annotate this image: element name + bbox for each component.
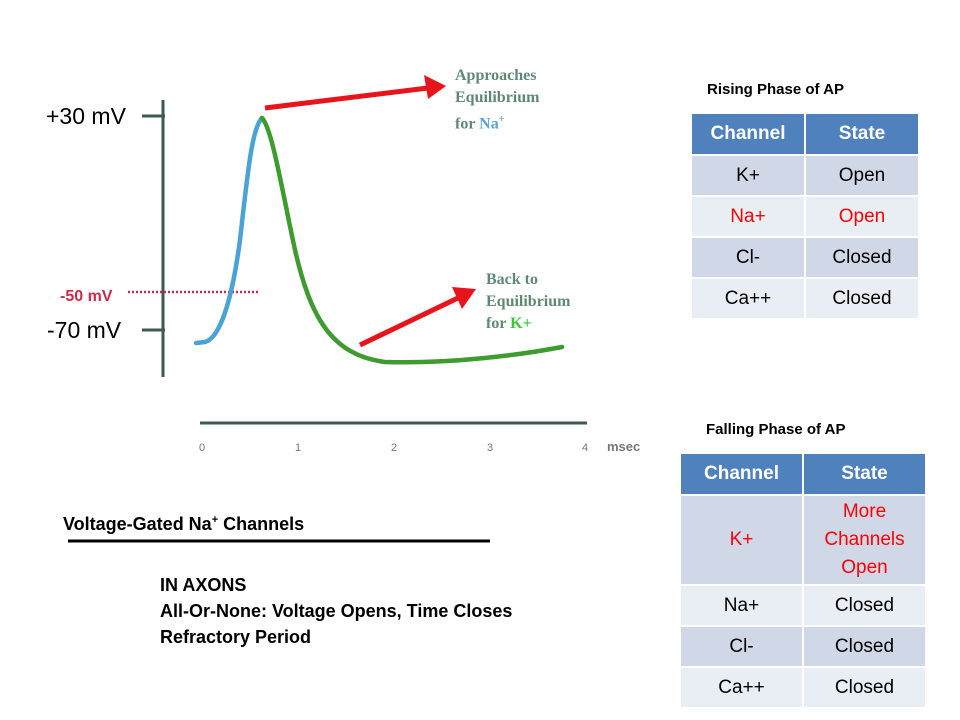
channel-cell: Na+ bbox=[690, 195, 806, 238]
state-cell: Closed bbox=[802, 666, 927, 709]
k-label-line3: for K+ bbox=[486, 315, 532, 332]
channel-cell: K+ bbox=[679, 494, 804, 586]
k-label-line1: Back to bbox=[486, 271, 538, 288]
header-state: State bbox=[802, 452, 927, 496]
rising-phase-table: Channel State K+ Open Na+ Open Cl- Close… bbox=[690, 112, 920, 320]
channel-cell: Cl- bbox=[690, 236, 806, 279]
channel-cell: Ca++ bbox=[690, 277, 806, 320]
state-cell: Open bbox=[804, 195, 920, 238]
table-row: Na+ Open bbox=[690, 195, 920, 238]
table-row: Cl- Closed bbox=[679, 625, 927, 668]
table-header-row: Channel State bbox=[690, 112, 920, 156]
state-line: More bbox=[842, 501, 887, 522]
channel-cell: Ca++ bbox=[679, 666, 804, 709]
table-row: Ca++ Closed bbox=[679, 666, 927, 709]
state-cell: Open bbox=[804, 154, 920, 197]
na-equilibrium-label: Approaches Equilibrium for Na+ bbox=[455, 65, 539, 135]
notes-line-all-or-none: All-Or-None: Voltage Opens, Time Closes bbox=[160, 601, 513, 621]
table-row: K+ More Channels Open bbox=[679, 494, 927, 586]
x-tick-0: 0 bbox=[199, 442, 205, 454]
k-ion-text: K+ bbox=[510, 315, 532, 332]
falling-phase-table: Channel State K+ More Channels Open Na+ … bbox=[679, 452, 927, 709]
threshold-label: -50 mV bbox=[60, 288, 113, 305]
na-label-line2: Equilibrium bbox=[455, 89, 540, 106]
state-line: Channels bbox=[824, 529, 905, 550]
k-equilibrium-arrow bbox=[358, 287, 476, 348]
state-cell: More Channels Open bbox=[802, 494, 927, 586]
falling-table-title: Falling Phase of AP bbox=[706, 421, 846, 438]
state-line: Open bbox=[841, 557, 888, 578]
x-tick-1: 1 bbox=[295, 442, 301, 454]
na-ion-text: Na bbox=[479, 115, 499, 133]
channel-cell: Na+ bbox=[679, 584, 804, 627]
table-row: Ca++ Closed bbox=[690, 277, 920, 320]
y-label-plus30: +30 mV bbox=[46, 103, 127, 129]
falling-phase-curve bbox=[259, 115, 565, 365]
y-label-minus70: -70 mV bbox=[47, 317, 122, 343]
rising-phase-curve bbox=[193, 115, 265, 346]
header-state: State bbox=[804, 112, 920, 156]
x-tick-3: 3 bbox=[487, 442, 493, 454]
state-cell: Closed bbox=[802, 625, 927, 668]
table-row: Na+ Closed bbox=[679, 584, 927, 627]
notes-heading: Voltage-Gated Na+ Channels bbox=[63, 514, 305, 534]
notes-line-refractory: Refractory Period bbox=[160, 627, 312, 647]
state-cell: Closed bbox=[804, 277, 920, 320]
x-tick-2: 2 bbox=[391, 442, 397, 454]
header-channel: Channel bbox=[679, 452, 804, 496]
x-unit-label: msec bbox=[607, 439, 640, 454]
x-tick-4: 4 bbox=[582, 442, 588, 454]
table-row: K+ Open bbox=[690, 154, 920, 197]
na-label-line1: Approaches bbox=[455, 67, 537, 84]
channel-cell: K+ bbox=[690, 154, 806, 197]
notes-line-axons: IN AXONS bbox=[160, 575, 247, 595]
k-equilibrium-label: Back to Equilibrium for K+ bbox=[486, 269, 570, 335]
state-cell: Closed bbox=[804, 236, 920, 279]
state-cell: Closed bbox=[802, 584, 927, 627]
na-label-line3: for Na+ bbox=[455, 114, 505, 133]
rising-table-title: Rising Phase of AP bbox=[707, 81, 844, 98]
header-channel: Channel bbox=[690, 112, 806, 156]
na-equilibrium-arrow bbox=[264, 75, 446, 111]
channel-cell: Cl- bbox=[679, 625, 804, 668]
table-row: Cl- Closed bbox=[690, 236, 920, 279]
notes-body: IN AXONS All-Or-None: Voltage Opens, Tim… bbox=[160, 572, 512, 650]
table-header-row: Channel State bbox=[679, 452, 927, 496]
k-label-line2: Equilibrium bbox=[486, 293, 571, 310]
